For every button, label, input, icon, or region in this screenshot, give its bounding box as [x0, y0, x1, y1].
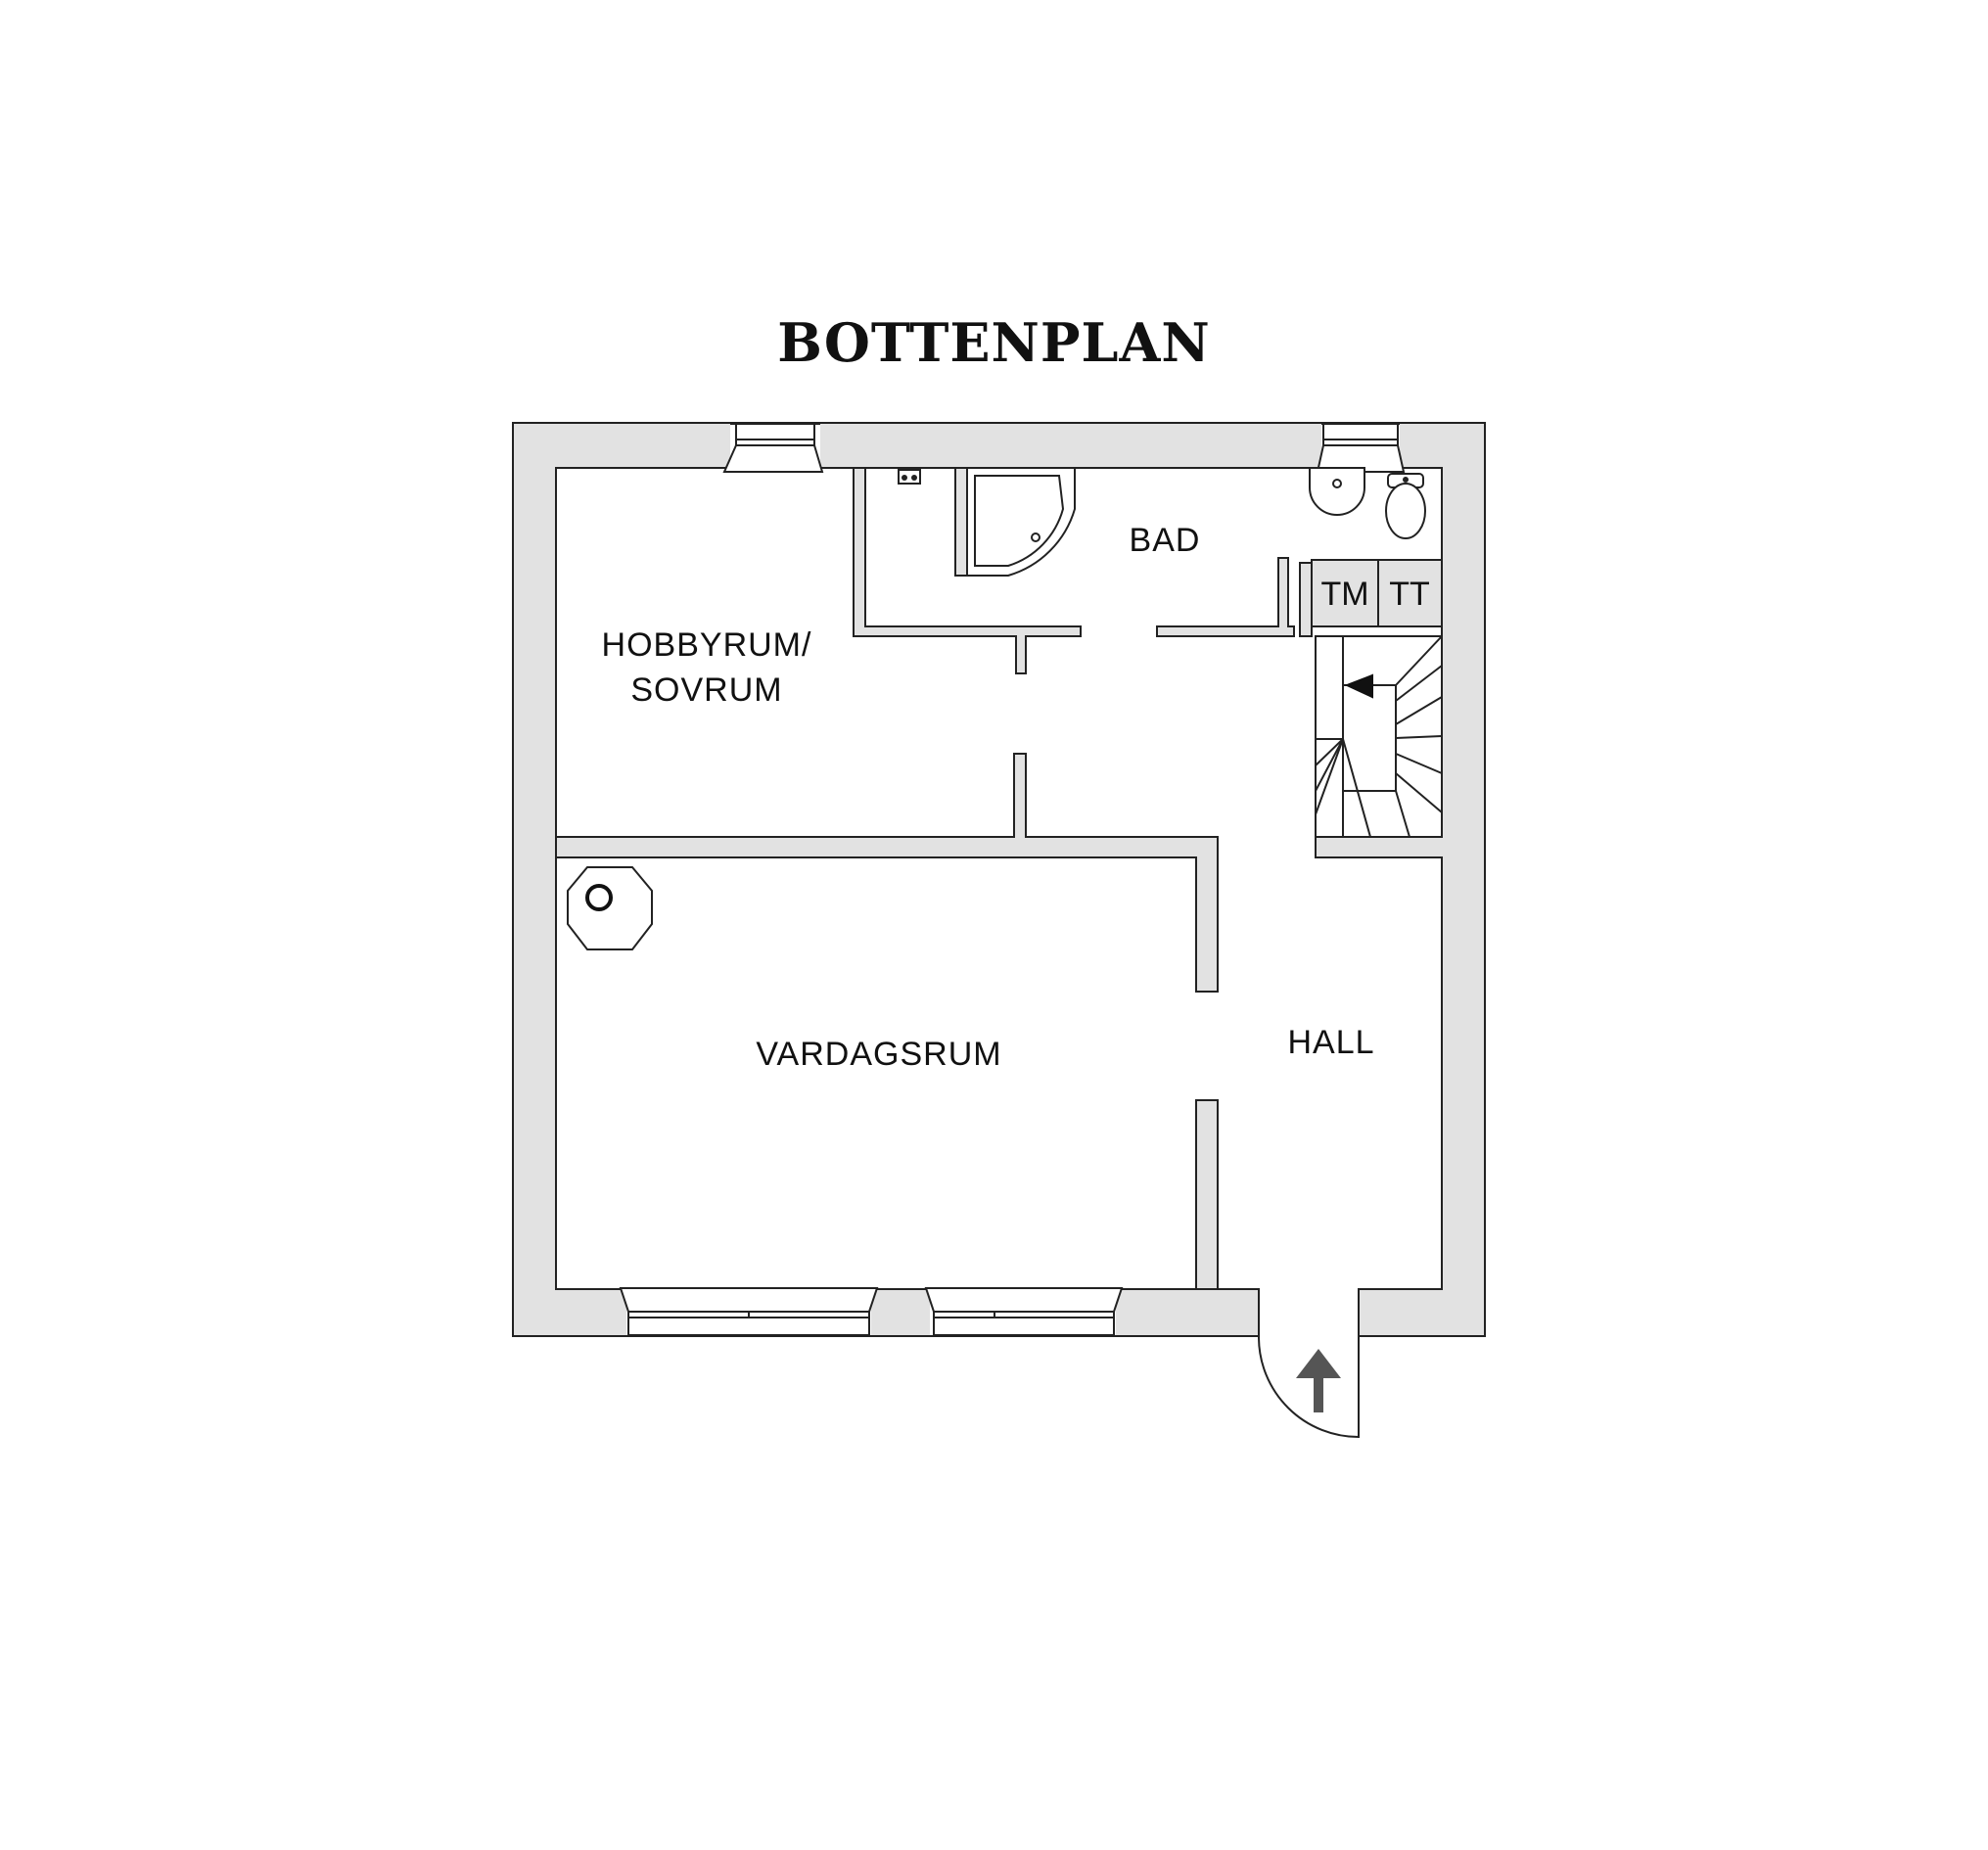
washbasin-icon: [1309, 467, 1365, 516]
window-top-left: [722, 423, 824, 473]
room-label-hall: HALL: [1287, 1024, 1374, 1061]
room-label-bad: BAD: [1130, 522, 1201, 559]
toilet-icon: [1385, 473, 1426, 539]
page-title: BOTTENPLAN: [777, 311, 1211, 374]
staircase-icon: [1315, 635, 1443, 838]
label-tt: TT: [1389, 576, 1430, 613]
room-label-vardagsrum: VARDAGSRUM: [756, 1036, 1001, 1073]
tm-tt-cabinets: [1311, 559, 1443, 627]
label-tm: TM: [1320, 576, 1368, 613]
window-top-right: [1316, 423, 1406, 473]
window-bottom-right: [924, 1287, 1124, 1336]
interior-walls: [555, 467, 1313, 1290]
window-bottom-left: [619, 1287, 879, 1336]
fireplace-icon: [567, 866, 653, 950]
entrance-door: [1258, 1336, 1360, 1439]
room-label-hobbyrum-line2: SOVRUM: [630, 671, 782, 709]
entrance-arrow-icon: [1296, 1349, 1341, 1412]
shower-fixture-icon: [898, 469, 921, 485]
room-label-hobbyrum-line1: HOBBYRUM/: [602, 626, 812, 664]
corner-bathtub-icon: [954, 467, 1076, 577]
